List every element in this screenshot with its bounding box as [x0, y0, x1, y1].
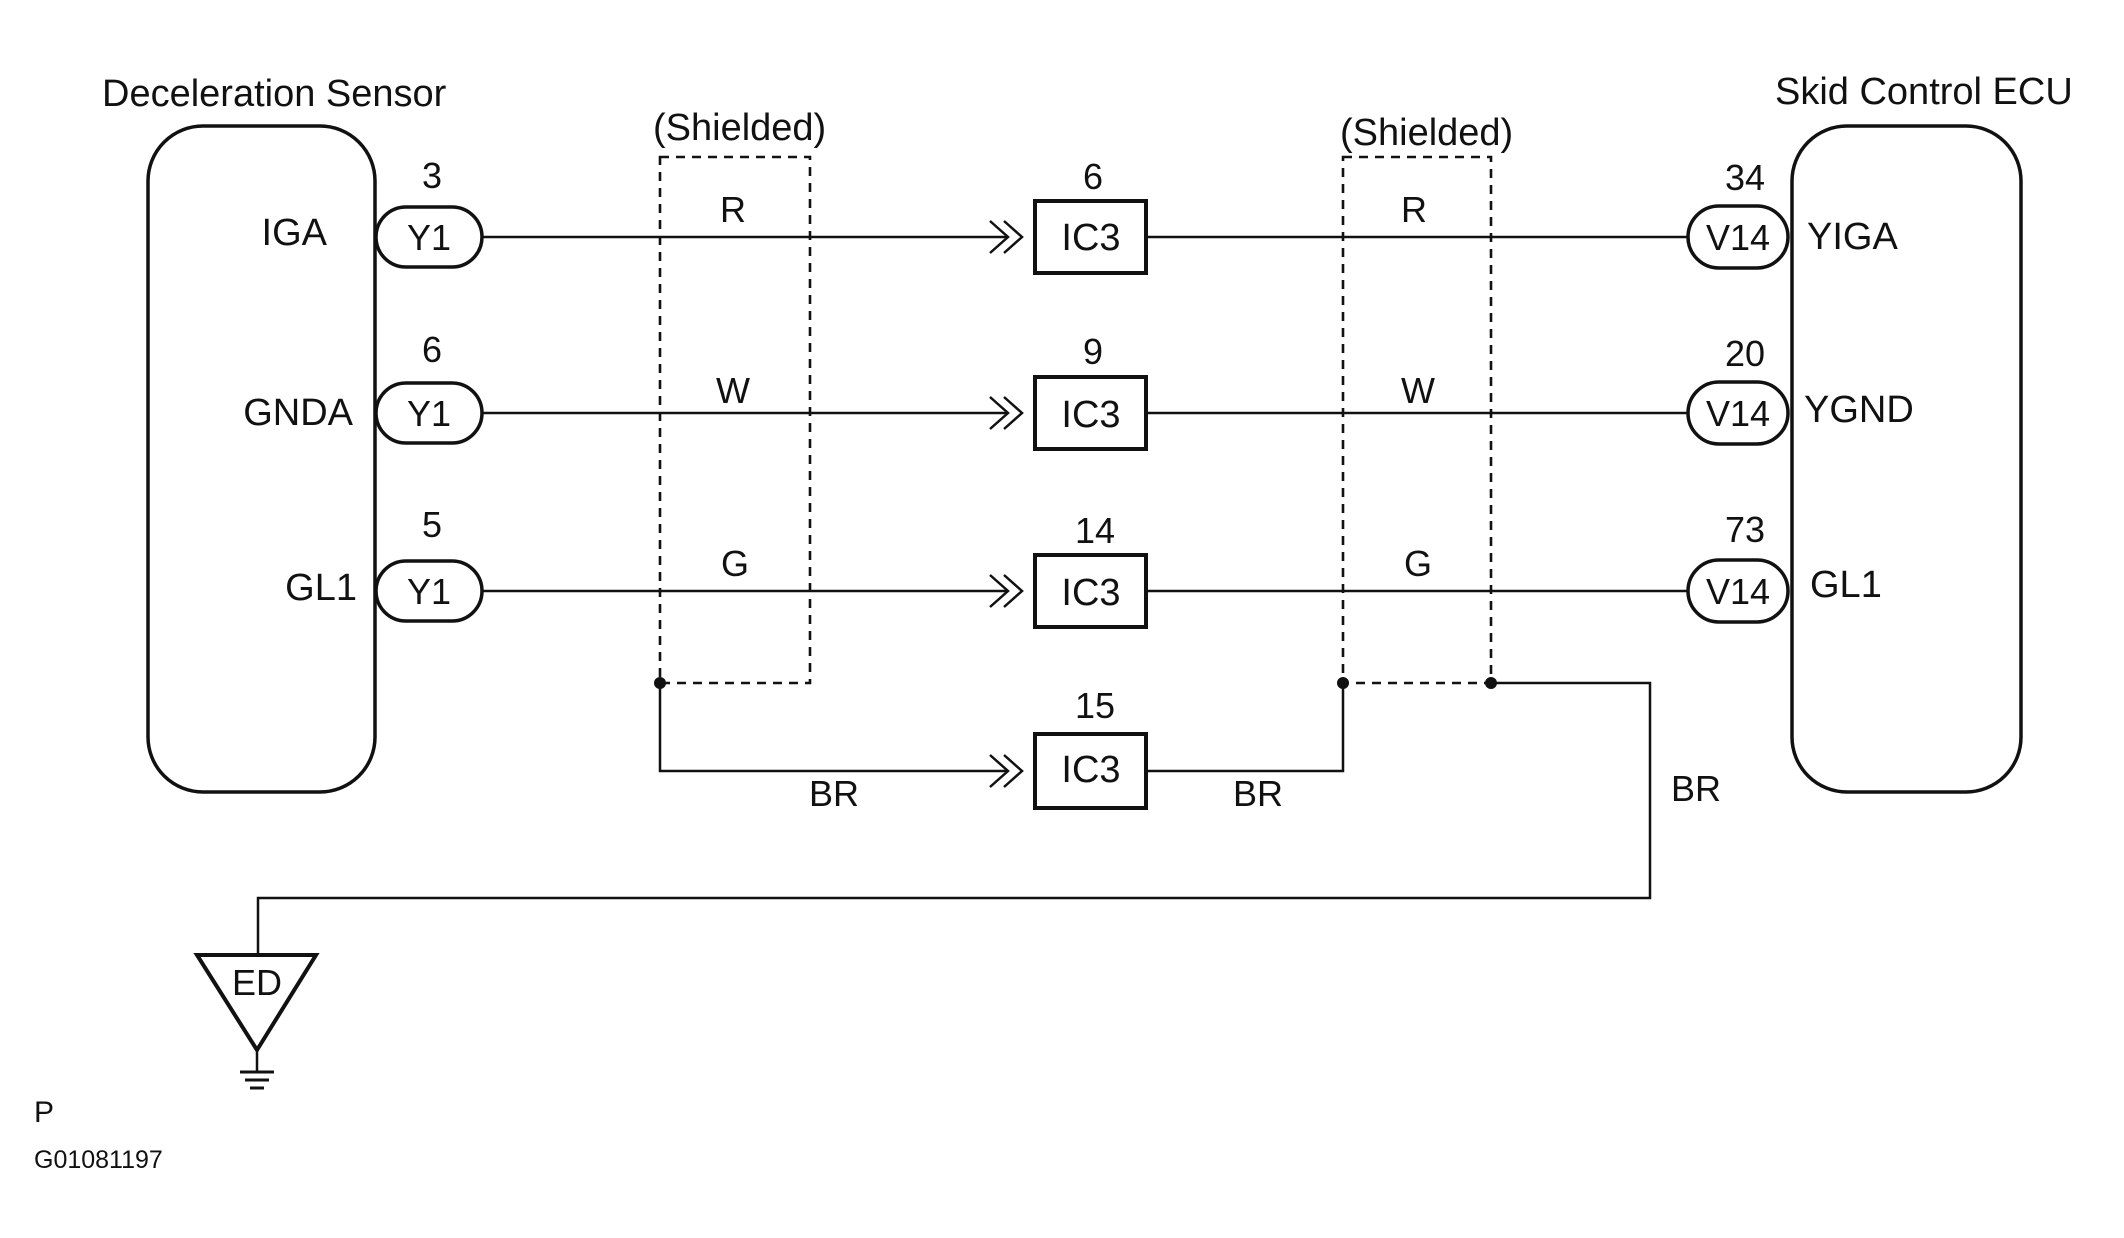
terminal-label-gnda: GNDA [243, 392, 353, 434]
ground-point-ed: ED [193, 953, 320, 1090]
figure-code: G01081197 [34, 1146, 163, 1174]
pin-number-y1-5: 5 [422, 504, 442, 545]
terminal-label-gl1-left: GL1 [285, 567, 357, 609]
shield-drain-circuit: 15 IC3 BR BR BR [256, 677, 1721, 955]
connector-v14-pin-73 [1686, 558, 1790, 624]
footer-letter: P [34, 1096, 54, 1129]
connector-y1-label: Y1 [407, 393, 451, 434]
connector-y1-label: Y1 [407, 217, 451, 258]
connector-chevron-iga [989, 220, 1024, 254]
junction-ic3-label: IC3 [1061, 572, 1120, 614]
wire-drain-right [1146, 683, 1345, 773]
circuit-gnda: GNDA 6 Y1 W 9 IC3 W 20 V14 YGND [243, 329, 1914, 451]
pin-number-v14-20: 20 [1725, 333, 1765, 374]
connector-y1-pin-6 [374, 381, 484, 445]
terminal-label-yiga: YIGA [1807, 216, 1898, 258]
pin-number-ic3-14: 14 [1075, 510, 1115, 551]
connector-chevron-gl1 [989, 574, 1024, 608]
terminal-label-gl1-right: GL1 [1810, 564, 1882, 606]
shield-label-right: (Shielded) [1340, 112, 1513, 154]
connector-v14-label: V14 [1706, 217, 1770, 258]
deceleration-sensor-body [146, 124, 377, 794]
junction-ic3-label: IC3 [1061, 217, 1120, 259]
connector-v14-pin-34 [1686, 204, 1790, 270]
pin-number-v14-73: 73 [1725, 509, 1765, 550]
ground-symbol-icon [240, 1070, 274, 1090]
wire-color-g-left: G [721, 543, 749, 584]
connector-y1-pin-3 [374, 205, 484, 269]
junction-ic3-label: IC3 [1061, 394, 1120, 436]
wire-ground [256, 681, 1652, 955]
junction-ic3-pin-9 [1033, 375, 1148, 451]
ground-label-ed: ED [232, 962, 282, 1003]
wire-color-g-right: G [1404, 543, 1432, 584]
junction-ic3-pin-14 [1033, 553, 1148, 629]
pin-number-ic3-15: 15 [1075, 685, 1115, 726]
skid-control-ecu-body [1790, 124, 2023, 794]
connector-y1-pin-5 [374, 559, 484, 623]
connector-v14-label: V14 [1706, 571, 1770, 612]
connector-chevron-gnda [989, 396, 1024, 430]
junction-ic3-pin-6 [1033, 199, 1148, 275]
pin-number-y1-6: 6 [422, 329, 442, 370]
circuit-gl1: GL1 5 Y1 G 14 IC3 G 73 V14 GL1 [285, 504, 1882, 629]
wire-color-r-left: R [720, 189, 746, 230]
shield-label-left: (Shielded) [653, 107, 826, 149]
wire-color-br-drain-left: BR [809, 773, 859, 814]
terminal-label-iga: IGA [262, 212, 328, 254]
connector-v14-pin-20 [1686, 380, 1790, 446]
wire-color-w-left: W [716, 370, 750, 411]
junction-ic3-label: IC3 [1061, 749, 1120, 791]
wire-color-w-right: W [1401, 370, 1435, 411]
ground-triangle [193, 953, 320, 1054]
wire-color-br-ground: BR [1671, 768, 1721, 809]
terminal-label-ygnd: YGND [1804, 389, 1914, 431]
deceleration-sensor-title: Deceleration Sensor [102, 73, 447, 115]
wire-color-br-drain-right: BR [1233, 773, 1283, 814]
shield-box-left [658, 155, 812, 685]
connector-chevron-drain [989, 754, 1024, 788]
pin-number-v14-34: 34 [1725, 157, 1765, 198]
connector-y1-label: Y1 [407, 571, 451, 612]
circuit-iga: IGA 3 Y1 R 6 IC3 R 34 V14 YIGA [262, 155, 1898, 275]
wire-color-r-right: R [1401, 189, 1427, 230]
pin-number-ic3-6: 6 [1083, 156, 1103, 197]
junction-ic3-pin-15 [1033, 732, 1148, 810]
pin-number-ic3-9: 9 [1083, 331, 1103, 372]
skid-control-ecu-title: Skid Control ECU [1775, 71, 2073, 113]
pin-number-y1-3: 3 [422, 155, 442, 196]
connector-v14-label: V14 [1706, 393, 1770, 434]
wire-drain-left [658, 683, 1008, 773]
